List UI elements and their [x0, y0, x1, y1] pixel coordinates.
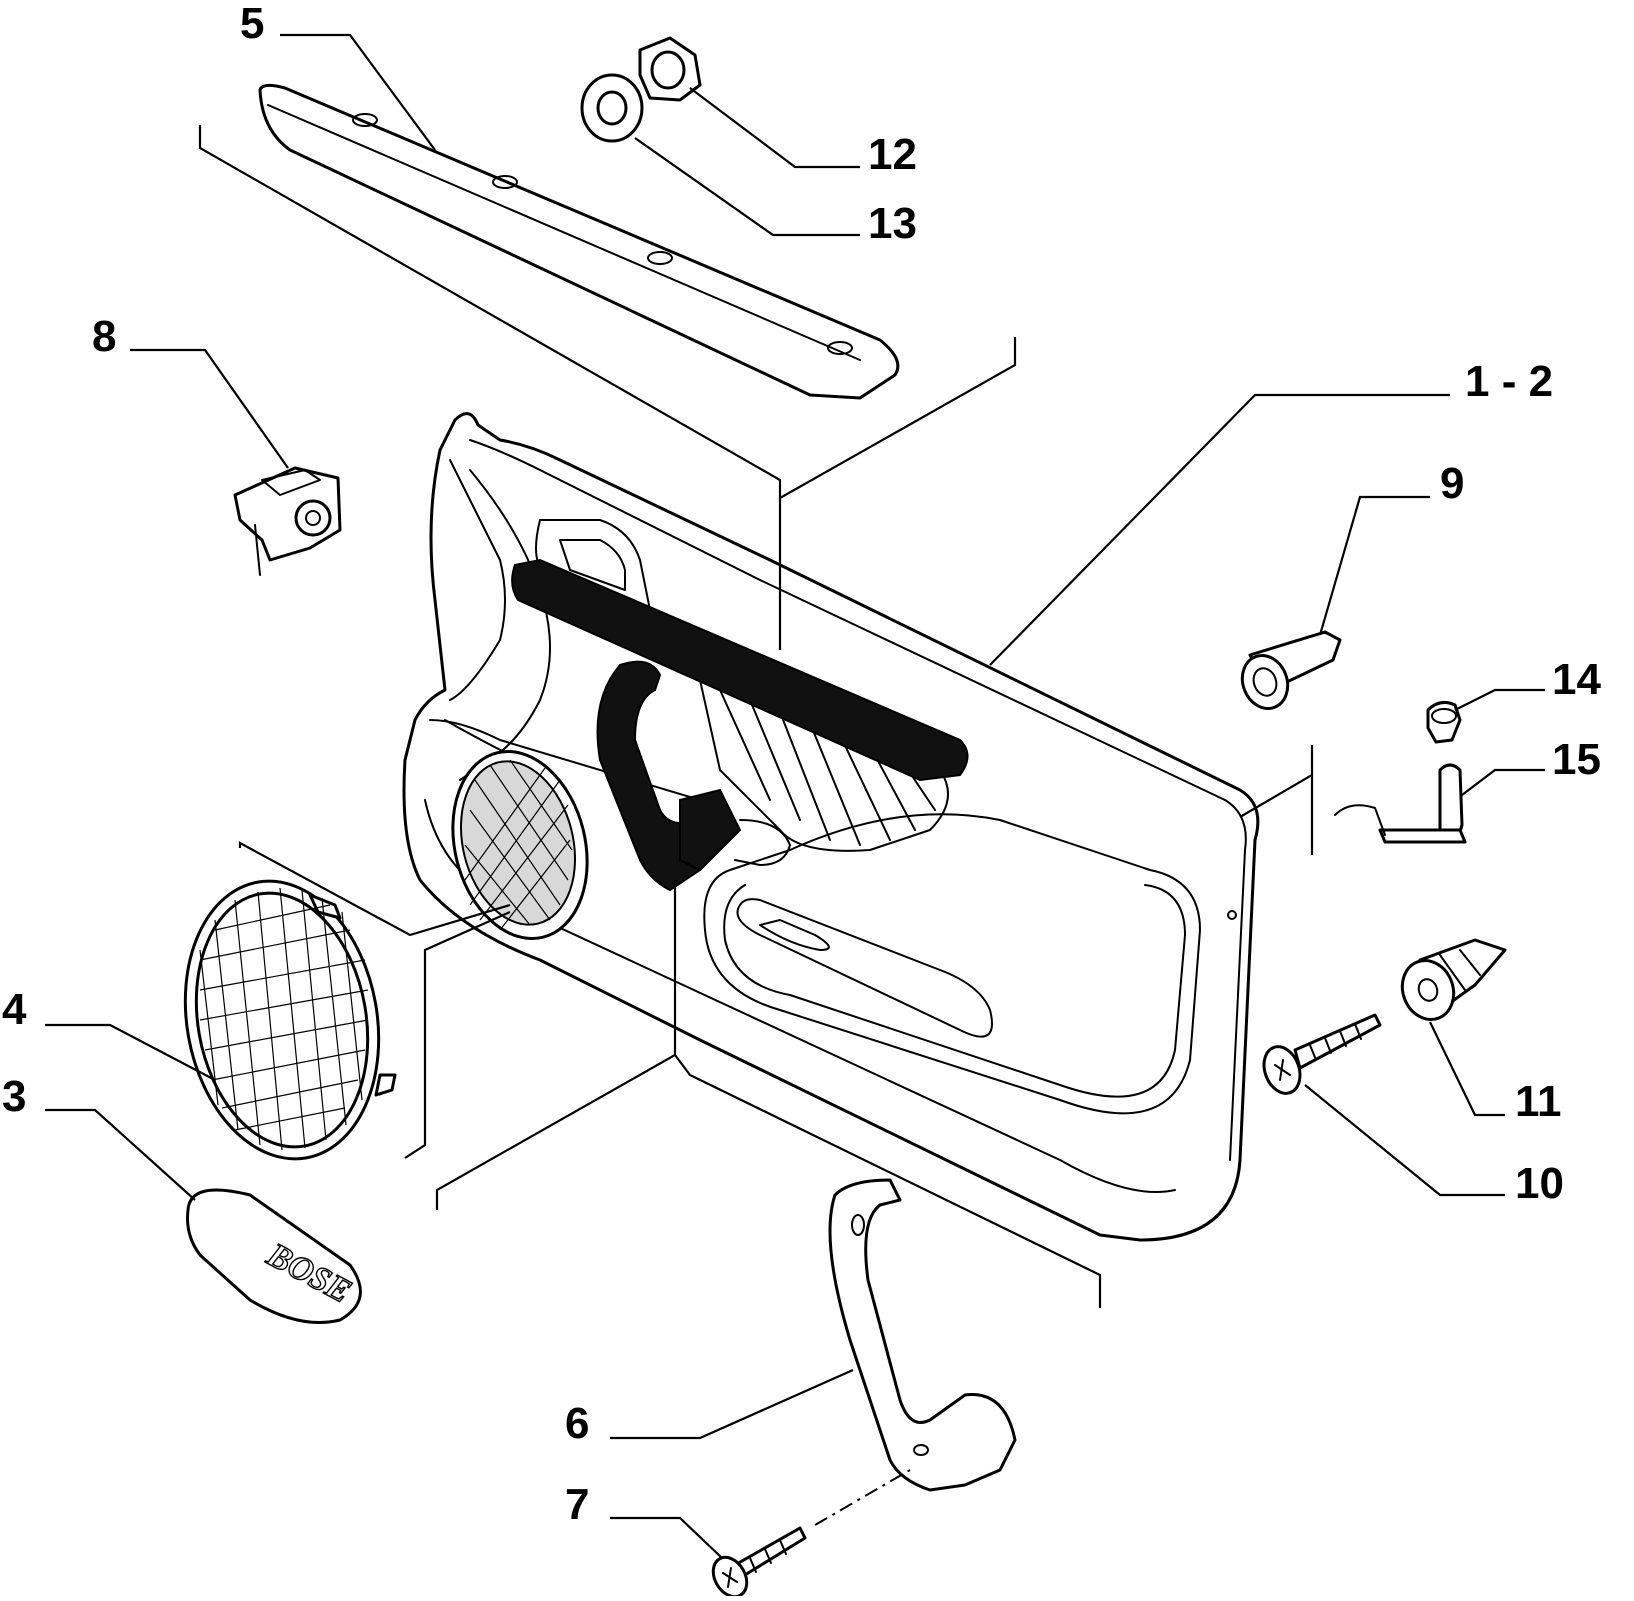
callout-7: 7 — [565, 1480, 590, 1529]
push-clip-part-11 — [1400, 938, 1507, 1021]
callout-5: 5 — [240, 0, 265, 48]
callout-8: 8 — [92, 312, 117, 361]
screw-part-10 — [1262, 1013, 1382, 1095]
callout-15: 15 — [1552, 735, 1601, 784]
callout-13: 13 — [868, 199, 917, 248]
door-trim-panel — [402, 412, 1260, 1242]
speaker-grille-part-4 — [183, 879, 397, 1161]
callout-1-2: 1 - 2 — [1465, 357, 1554, 406]
callout-6: 6 — [565, 1399, 590, 1448]
plug-part-9 — [1240, 630, 1342, 710]
screw-part-7 — [711, 1469, 911, 1599]
pull-handle-part-6 — [828, 1178, 1017, 1492]
callout-10: 10 — [1515, 1159, 1564, 1208]
washer-part-13 — [580, 73, 644, 143]
grille-mesh — [199, 887, 369, 1151]
callout-9: 9 — [1440, 459, 1465, 508]
callout-leader-lines — [45, 33, 1545, 1559]
upper-trim-rail — [258, 83, 900, 400]
callout-14: 14 — [1552, 655, 1601, 704]
rod-clip-part-15 — [1334, 763, 1467, 844]
callout-4: 4 — [2, 985, 27, 1034]
grommet-part-14 — [1426, 700, 1462, 744]
mounting-clip-part-8 — [233, 466, 342, 576]
assembly-guide-lines — [198, 125, 1314, 1308]
panel-speaker-mesh — [464, 759, 573, 931]
badge-part-3: BOSE — [186, 1188, 362, 1324]
callout-11: 11 — [1515, 1077, 1562, 1126]
nut-part-12 — [638, 36, 702, 102]
callout-3: 3 — [2, 1072, 27, 1121]
callout-12: 12 — [868, 130, 917, 179]
